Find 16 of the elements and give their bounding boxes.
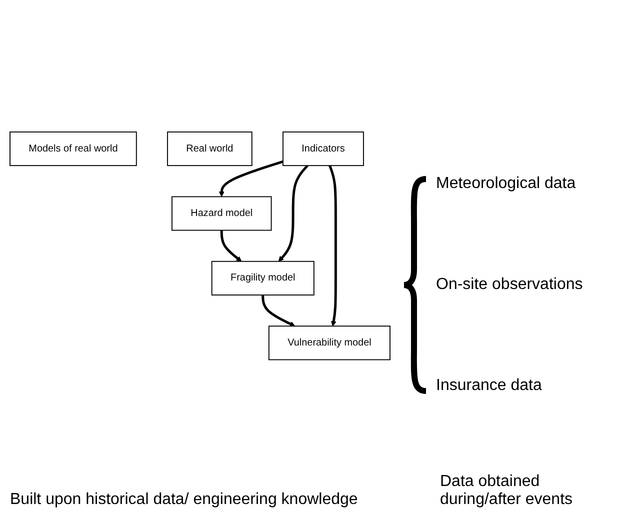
data-source-label: Insurance data [436, 376, 543, 394]
node-box: Real world [167, 131, 252, 166]
note-text: Built upon historical data/ engineering knowledge [10, 491, 359, 509]
arrow [278, 164, 308, 262]
node-box: Indicators [282, 131, 364, 166]
arrow [262, 294, 296, 326]
node-box: Fragility model [211, 260, 314, 296]
data-source-label: On-site observations [436, 276, 583, 294]
node-box: Hazard model [172, 196, 272, 230]
node-box: Models of real world [10, 131, 137, 166]
arrow [328, 164, 337, 326]
arrow [218, 160, 284, 197]
note-text: Data obtained during/after events [440, 473, 574, 509]
data-source-label: Meteorological data [436, 174, 577, 192]
node-box: Vulnerability model [268, 325, 390, 360]
arrow [220, 230, 242, 262]
